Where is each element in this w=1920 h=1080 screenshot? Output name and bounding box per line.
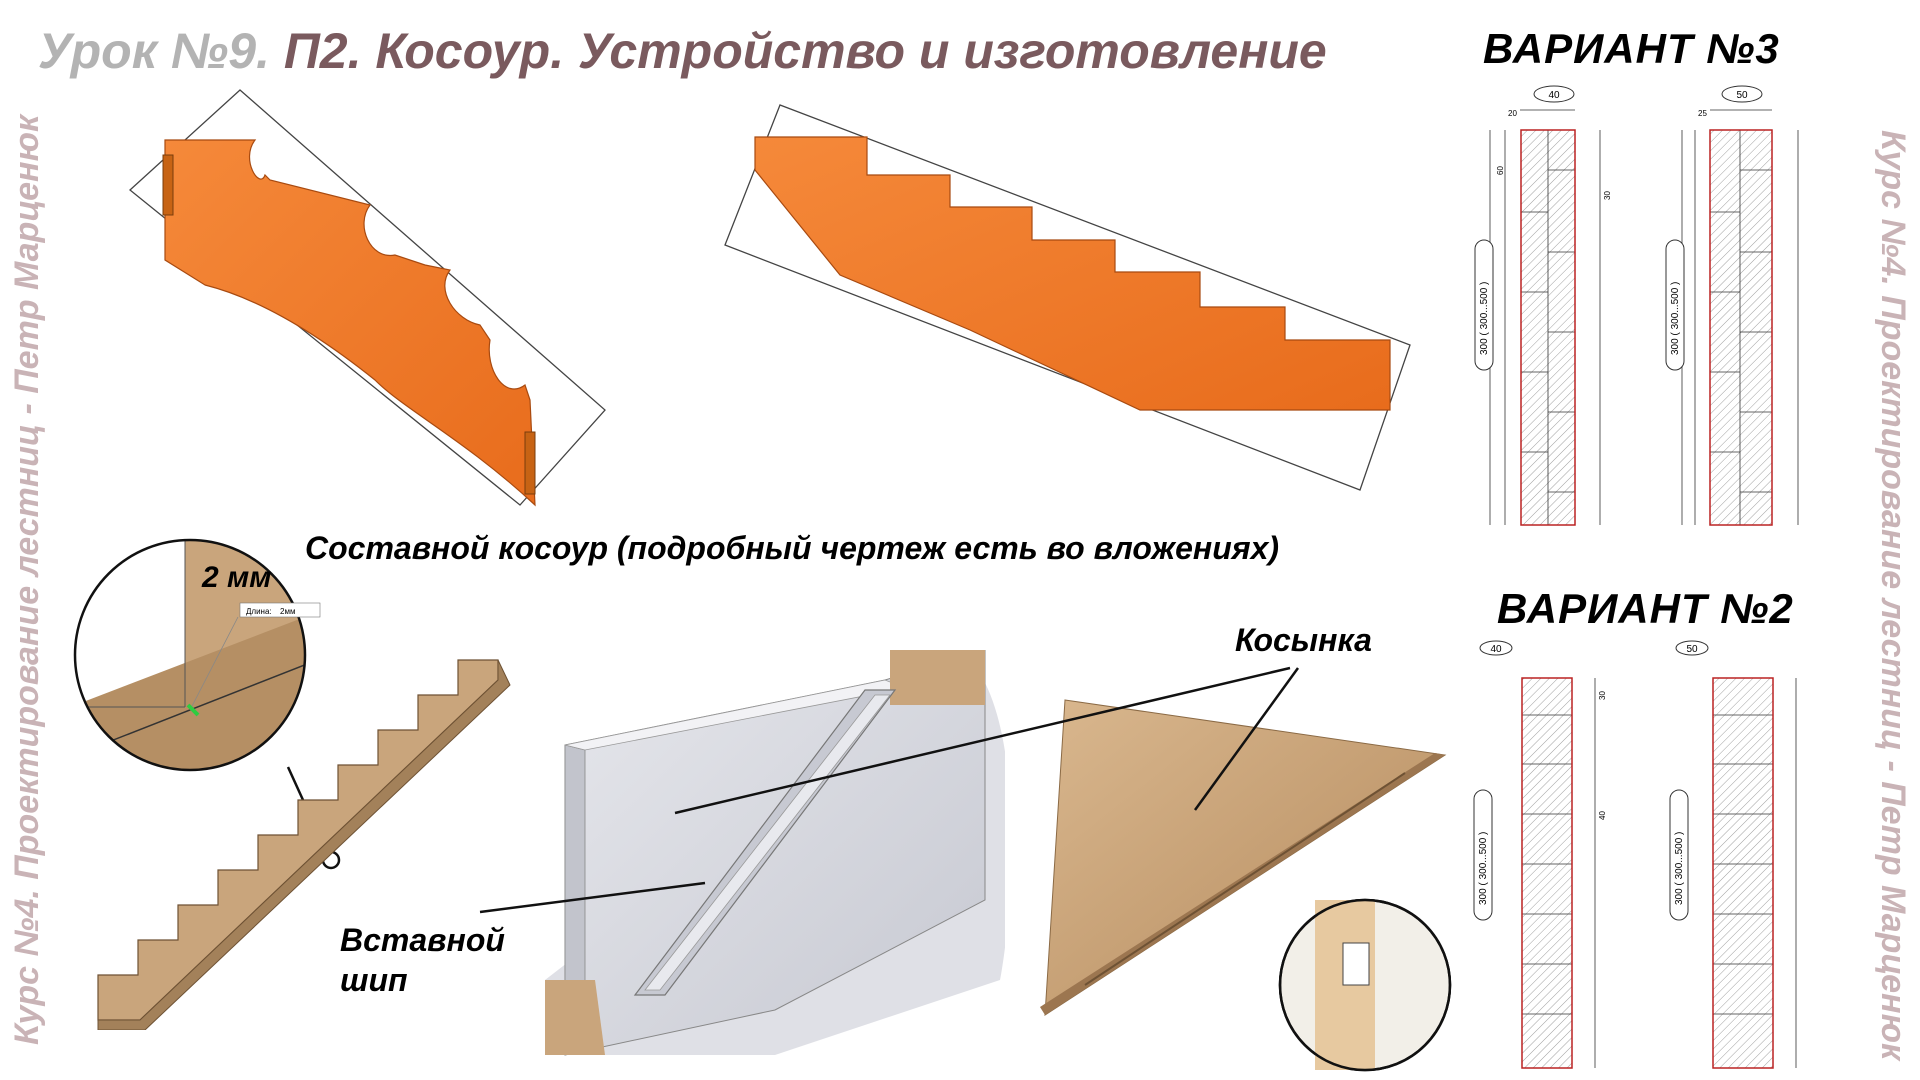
variant3-drawing: 40 20 300 ( 300...500 ) 60 30 50 25 300 … <box>1474 85 1799 526</box>
lesson-number: Урок №9. <box>38 23 270 79</box>
v3-right-width: 50 <box>1736 90 1748 101</box>
v3-left-height: 300 ( 300...500 ) <box>1479 282 1490 355</box>
gusset-illustration <box>1040 699 1452 1072</box>
label-insert-tenon-line2: шип <box>340 962 408 998</box>
v2-left-dim-30: 30 <box>1598 691 1607 700</box>
v2-right-width: 50 <box>1686 644 1698 655</box>
curved-stringer-illustration <box>129 89 606 507</box>
v3-left-offset: 20 <box>1508 109 1517 118</box>
caption-composite-stringer: Составной косоур (подробный чертеж есть … <box>305 530 1280 566</box>
lesson-topic: П2. Косоур. Устройство и изготовление <box>283 23 1327 79</box>
v2-left-width: 40 <box>1490 644 1502 655</box>
v2-right-height: 300 ( 300...500 ) <box>1674 832 1685 905</box>
tooltip-key: Длина: <box>246 607 272 616</box>
variant2-drawing: 40 300 ( 300...500 ) 40 30 50 300 ( 300.… <box>1473 640 1797 1069</box>
straight-stringer-illustration <box>724 104 1411 491</box>
variant2-title: ВАРИАНТ №2 <box>1497 585 1794 632</box>
zoom-dimension-label: 2 мм <box>201 561 271 594</box>
tooltip-value: 2мм <box>280 607 295 616</box>
v3-left-dim-30: 30 <box>1603 191 1612 200</box>
v3-left-width: 40 <box>1548 90 1560 101</box>
v3-right-offset: 25 <box>1698 109 1707 118</box>
insert-tenon-illustration <box>545 650 1005 1056</box>
v2-left-dim-40: 40 <box>1598 811 1607 820</box>
label-gusset: Косынка <box>1235 622 1372 658</box>
variant3-title: ВАРИАНТ №3 <box>1483 25 1780 72</box>
v3-left-dim-60: 60 <box>1496 166 1505 175</box>
page-title: Урок №9. П2. Косоур. Устройство и изгото… <box>38 22 1327 80</box>
v2-left-height: 300 ( 300...500 ) <box>1478 832 1489 905</box>
label-insert-tenon-line1: Вставной <box>340 922 505 958</box>
v3-right-height: 300 ( 300...500 ) <box>1670 282 1681 355</box>
zoom-stair-illustration: 2 мм Длина: 2мм <box>73 538 511 1030</box>
